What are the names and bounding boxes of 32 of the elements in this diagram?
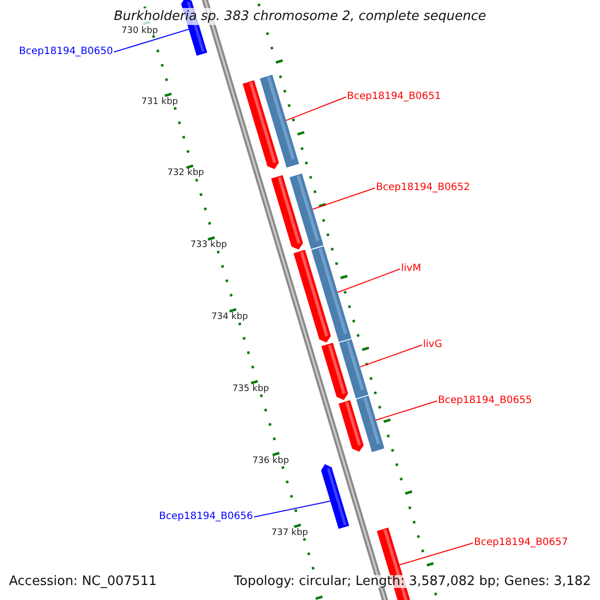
gene-bar	[289, 173, 324, 250]
leader-line	[360, 344, 422, 368]
gene-bar	[339, 339, 368, 398]
footer-text: Topology: circular; Length: 3,587,082 bp; Genes: 3,182	[234, 575, 591, 588]
scale-label: 734 kbp	[211, 313, 248, 322]
scale-label: 731 kbp	[141, 98, 178, 107]
gene-label: Bcep18194_B0651	[347, 92, 441, 102]
leader-line	[375, 400, 438, 421]
gene-label: livG	[423, 340, 442, 350]
leader-line	[254, 500, 331, 518]
leader-line	[337, 268, 400, 293]
scale-label: 732 kbp	[167, 169, 204, 178]
gene-label: Bcep18194_B0652	[376, 183, 470, 193]
gene-block	[321, 464, 350, 529]
gene-bar	[260, 74, 300, 168]
leader-line	[312, 188, 376, 210]
leader-line	[286, 96, 346, 121]
gene-bar	[311, 246, 352, 342]
scale-label: 730 kbp	[121, 27, 158, 36]
scale-label: 735 kbp	[232, 385, 269, 394]
gene-label: Bcep18194_B0650	[19, 47, 113, 57]
footer-text: Accession: NC_007511	[9, 575, 157, 588]
leader-line	[114, 28, 190, 52]
gene-label: Bcep18194_B0655	[438, 396, 532, 406]
gene-label: livM	[401, 264, 422, 274]
leader-line	[399, 542, 474, 566]
scale-label: 736 kbp	[252, 457, 289, 466]
gene-label: Bcep18194_B0656	[159, 512, 253, 522]
scale-label: 737 kbp	[271, 529, 308, 538]
scale-label: 733 kbp	[190, 241, 227, 250]
gene-bar	[356, 396, 384, 452]
gene-label: Bcep18194_B0657	[474, 538, 568, 548]
